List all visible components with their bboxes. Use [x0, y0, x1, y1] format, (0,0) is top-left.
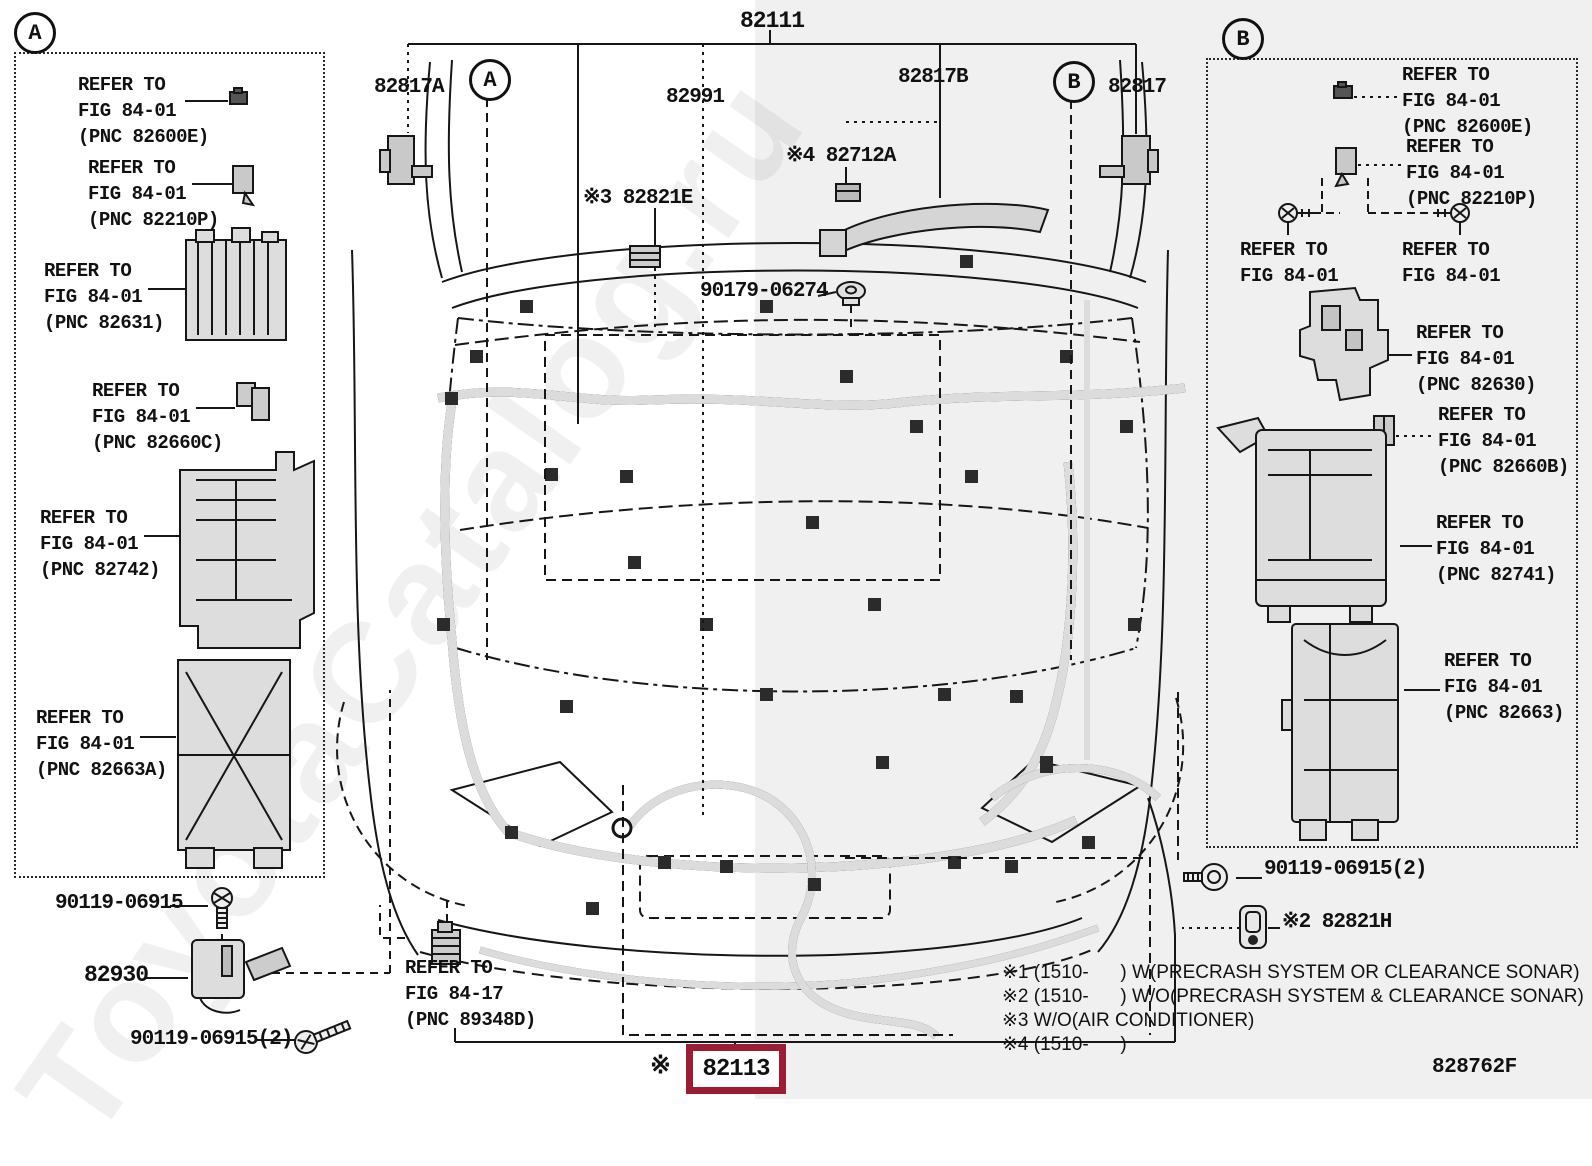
part-label-82991: 82991	[666, 86, 725, 109]
part-label-90119-06915-2-left: 90119-06915(2)	[130, 1028, 293, 1051]
part-label-90119-06915-2-right: 90119-06915(2)	[1264, 858, 1427, 881]
bolt-90119-06915-2-left-icon	[294, 1019, 352, 1054]
fusebox-82741-icon	[1216, 416, 1387, 623]
bolt-b-right-icon	[1433, 203, 1470, 223]
part-label-82712a: ※4 82712A	[786, 145, 896, 168]
relaybox-82630-icon	[1299, 286, 1389, 402]
harness-82817-icon	[1099, 135, 1159, 185]
bolt-90119-06915-2-right-icon	[1183, 863, 1228, 891]
connector-b-82210p-icon	[1334, 147, 1357, 188]
panel-a-part-icons	[177, 87, 315, 869]
view-a-marker: A	[469, 59, 511, 101]
bottom-part-icons	[191, 863, 1267, 1054]
clip-89348d-icon	[431, 921, 461, 965]
highlight-star-symbol: ※	[650, 1052, 671, 1081]
part-label-82821e: ※3 82821E	[583, 187, 693, 210]
panel-a-box	[14, 52, 325, 878]
wiring-diagram-art	[140, 30, 1470, 1054]
connector-82600e-icon	[229, 87, 248, 105]
part-label-90179-06274: 90179-06274	[700, 280, 829, 303]
top-part-icons	[379, 135, 1159, 306]
view-b-tag: B	[1222, 18, 1264, 60]
sensor-82930-icon	[191, 939, 292, 1014]
highlighted-part-82113: 82113	[686, 1044, 786, 1094]
clamp-82821h-icon	[1239, 905, 1267, 949]
panel-b-part-icons	[1216, 81, 1470, 841]
bracket-82663a-icon	[177, 659, 291, 869]
harness-82817b-icon	[819, 202, 1050, 257]
footnote-2: ※2 (1510- ) W/O(PRECRASH SYSTEM & CLEARA…	[1002, 986, 1584, 1007]
clip-82712a-icon	[835, 183, 861, 202]
connector-blocks	[437, 255, 1141, 915]
connector-b-82600e-icon	[1333, 81, 1353, 99]
harness-82817a-icon	[379, 135, 433, 185]
part-label-82930: 82930	[84, 962, 149, 988]
grommet-icon	[836, 281, 866, 306]
connector-82210p-icon	[232, 165, 256, 207]
footnote-1: ※1 (1510- ) W(PRECRASH SYSTEM OR CLEARAN…	[1002, 962, 1580, 983]
bracket-82663-icon	[1281, 623, 1399, 841]
part-label-82817: 82817	[1108, 76, 1167, 99]
fusebox-82742-icon	[179, 451, 315, 649]
harness-lines	[438, 300, 1185, 1036]
panel-b-box	[1206, 58, 1578, 848]
clamp-82821e-icon	[629, 245, 661, 268]
part-label-82111: 82111	[740, 8, 805, 34]
part-label-82821h: ※2 82821H	[1282, 911, 1392, 934]
car-outline	[336, 59, 1185, 991]
diagram-code: 828762F	[1432, 1056, 1517, 1079]
fusebox-82631-icon	[185, 227, 287, 341]
bolt-b-left-icon	[1278, 203, 1315, 223]
leader-dashed	[221, 305, 1240, 1036]
view-b-marker: B	[1053, 61, 1095, 103]
view-a-tag: A	[14, 12, 56, 54]
footnote-4: ※4 (1510- )	[1002, 1034, 1127, 1055]
part-label-82817b: 82817B	[898, 66, 969, 89]
part-label-90119-06915: 90119-06915	[55, 892, 184, 915]
bolt-90119-06915-icon	[211, 887, 233, 929]
relay-82660c-icon	[236, 382, 270, 421]
footnote-3: ※3 W/O(AIR CONDITIONER)	[1002, 1010, 1255, 1031]
part-label-82817a: 82817A	[374, 76, 445, 99]
